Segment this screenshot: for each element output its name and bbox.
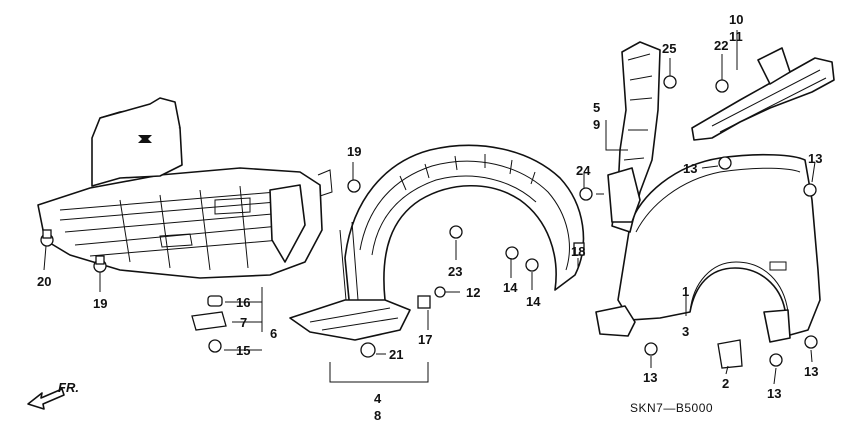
inner-fender-part [289,144,585,341]
callout-4: 4 [374,391,382,406]
callout-1: 1 [682,284,689,299]
callout-16: 16 [236,295,250,310]
callout-13-right-top: 13 [808,151,822,166]
callout-25: 25 [662,41,676,56]
callout-18: 18 [571,244,585,259]
callout-6: 6 [270,326,277,341]
callout-labels: 19 19 20 16 7 6 15 21 17 12 23 14 14 18 … [37,12,822,423]
callout-13-bottom-left: 13 [643,370,657,385]
callout-21: 21 [389,347,403,362]
callout-14-left: 14 [503,280,518,295]
callout-5: 5 [593,100,600,115]
fender-rail-part [691,47,835,141]
under-cover-part [37,97,333,279]
callout-10: 10 [729,12,743,27]
callout-11: 11 [729,29,743,44]
callout-24: 24 [576,163,591,178]
front-direction-arrow: FR. [27,380,79,410]
callout-8: 8 [374,408,381,423]
leader-lines [43,30,816,385]
callout-7: 7 [240,315,247,330]
callout-2: 2 [722,376,729,391]
fender-bracket-part [607,41,661,233]
front-fender-part [595,153,821,343]
callout-22: 22 [714,38,728,53]
callout-13-bottom-right: 13 [804,364,818,379]
callout-19-lower: 19 [93,296,107,311]
callout-20: 20 [37,274,51,289]
diagram-code: SKN7—B5000 [630,401,713,415]
callout-13-bottom-mid: 13 [767,386,781,401]
callout-19-upper: 19 [347,144,361,159]
callout-13-center: 13 [683,161,697,176]
callout-9: 9 [593,117,600,132]
direction-label: FR. [58,380,79,395]
callout-14-right: 14 [526,294,541,309]
callout-15: 15 [236,343,250,358]
fasteners [40,75,818,369]
callout-3: 3 [682,324,689,339]
callout-12: 12 [466,285,480,300]
callout-23: 23 [448,264,462,279]
callout-17: 17 [418,332,432,347]
